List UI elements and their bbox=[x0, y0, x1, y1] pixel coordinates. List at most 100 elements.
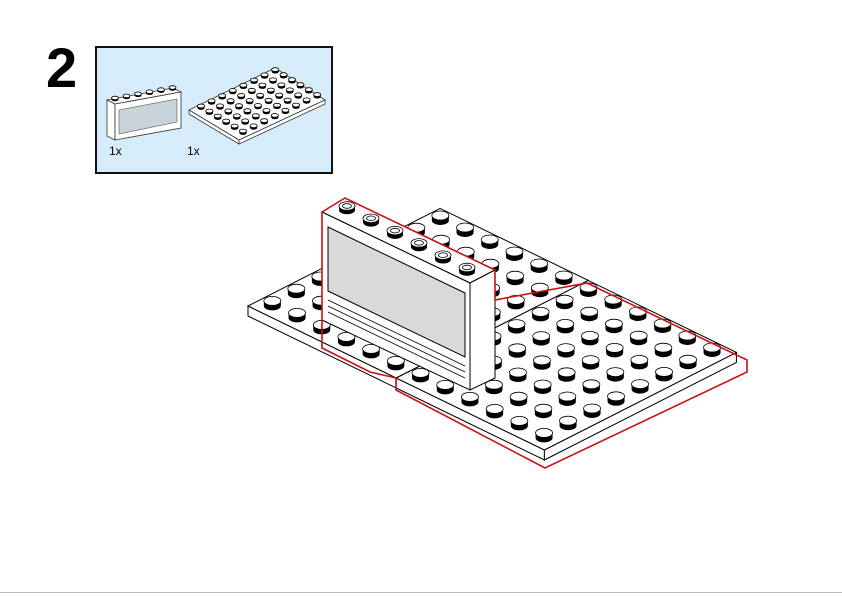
plate-part-icon bbox=[188, 67, 326, 145]
plate-stud bbox=[655, 366, 673, 382]
plate-stud bbox=[456, 222, 474, 237]
plate-stud bbox=[258, 82, 267, 89]
plate-stud bbox=[582, 379, 601, 394]
plate-stud bbox=[302, 97, 311, 104]
plate-stud bbox=[508, 343, 527, 358]
plate-stud bbox=[239, 82, 248, 90]
plate-stud bbox=[532, 331, 551, 346]
plate-stud bbox=[533, 379, 552, 394]
plate-stud bbox=[287, 283, 306, 299]
plate-stud bbox=[509, 367, 527, 383]
plate-stud bbox=[386, 355, 405, 371]
plate-stud bbox=[555, 294, 574, 310]
plate-stud bbox=[461, 391, 479, 407]
plate-stud bbox=[253, 103, 262, 110]
parts-list-box: 1x 1x bbox=[95, 46, 333, 174]
plate-stud bbox=[581, 355, 600, 370]
plate-stud bbox=[279, 72, 288, 79]
plate-stud bbox=[226, 98, 235, 105]
plate-stud bbox=[534, 403, 553, 419]
plate-stud bbox=[216, 103, 225, 110]
plate-stud bbox=[558, 391, 577, 406]
plate-stud bbox=[266, 87, 275, 94]
plate-stud bbox=[247, 87, 256, 95]
plate-stud bbox=[654, 342, 673, 358]
plate-stud bbox=[530, 258, 549, 273]
plate-stud bbox=[291, 102, 300, 109]
plate-stud bbox=[207, 98, 216, 105]
part-quantity: 1x bbox=[109, 144, 122, 158]
plate-stud bbox=[581, 330, 599, 346]
part-quantity: 1x bbox=[187, 144, 200, 158]
plate-stud bbox=[287, 77, 296, 84]
window-stud bbox=[157, 87, 165, 93]
window-part-icon bbox=[105, 85, 183, 141]
plate-stud bbox=[304, 87, 313, 94]
plate-stud bbox=[237, 93, 246, 100]
window-stud bbox=[122, 93, 131, 100]
plate-stud bbox=[234, 103, 243, 110]
window-stud bbox=[410, 238, 428, 252]
plate-stud bbox=[679, 354, 697, 370]
window-stud bbox=[134, 91, 142, 98]
plate-stud bbox=[605, 342, 624, 358]
plate-stud bbox=[260, 72, 269, 79]
plate-stud bbox=[288, 307, 306, 323]
plate-stud bbox=[271, 67, 280, 74]
plate-stud bbox=[431, 210, 450, 225]
plate-stud bbox=[251, 113, 260, 120]
plate-stud bbox=[535, 427, 553, 443]
window-stud bbox=[168, 85, 177, 91]
plate-stud bbox=[509, 391, 528, 407]
plate-stud bbox=[579, 282, 598, 297]
plate-stud bbox=[337, 331, 356, 347]
window-stud bbox=[434, 250, 452, 264]
plate-stud bbox=[631, 379, 649, 394]
plate-stud bbox=[554, 270, 573, 285]
plate-stud bbox=[531, 306, 550, 322]
plate-stud bbox=[205, 108, 214, 115]
plate-stud bbox=[281, 107, 290, 115]
plate-stud bbox=[277, 82, 286, 89]
step-number: 2 bbox=[46, 36, 78, 99]
plate-stud bbox=[556, 318, 575, 334]
plate-stud bbox=[222, 118, 231, 125]
plate-stud bbox=[411, 367, 430, 383]
plate-stud bbox=[296, 82, 305, 89]
plate-stud bbox=[505, 246, 524, 261]
new-parts-highlight bbox=[321, 197, 748, 469]
plate-stud bbox=[485, 403, 504, 419]
parts-illustration bbox=[105, 67, 326, 145]
plate-stud bbox=[228, 88, 237, 95]
plate-stud bbox=[294, 92, 303, 99]
plate-stud bbox=[604, 294, 623, 309]
plate-stud bbox=[260, 118, 269, 125]
plate-stud bbox=[285, 87, 294, 94]
plate-stud bbox=[218, 93, 227, 100]
window-piece bbox=[320, 197, 497, 391]
plate-stud bbox=[272, 102, 281, 110]
window-stud bbox=[386, 225, 404, 239]
plate-stud bbox=[262, 108, 271, 115]
plate-stud bbox=[480, 234, 499, 249]
plate-stud bbox=[533, 355, 551, 370]
plate-stud bbox=[436, 379, 455, 395]
window-glass bbox=[327, 226, 466, 358]
plate-stud bbox=[362, 343, 381, 359]
new-plate-6x8 bbox=[395, 279, 738, 461]
plate-stud bbox=[213, 113, 222, 120]
plate-stud bbox=[241, 118, 250, 125]
plate-stud bbox=[653, 318, 672, 333]
plate-stud bbox=[263, 295, 282, 311]
plate-stud bbox=[559, 415, 577, 431]
plate-stud bbox=[249, 123, 258, 130]
plate-stud bbox=[605, 318, 623, 334]
window-stud bbox=[338, 201, 356, 215]
plate-stud bbox=[485, 379, 503, 395]
plate-stud bbox=[583, 403, 601, 419]
plate-stud bbox=[506, 270, 525, 286]
plate-stud bbox=[224, 108, 233, 115]
plate-stud bbox=[557, 367, 576, 382]
plate-stud bbox=[580, 306, 599, 322]
